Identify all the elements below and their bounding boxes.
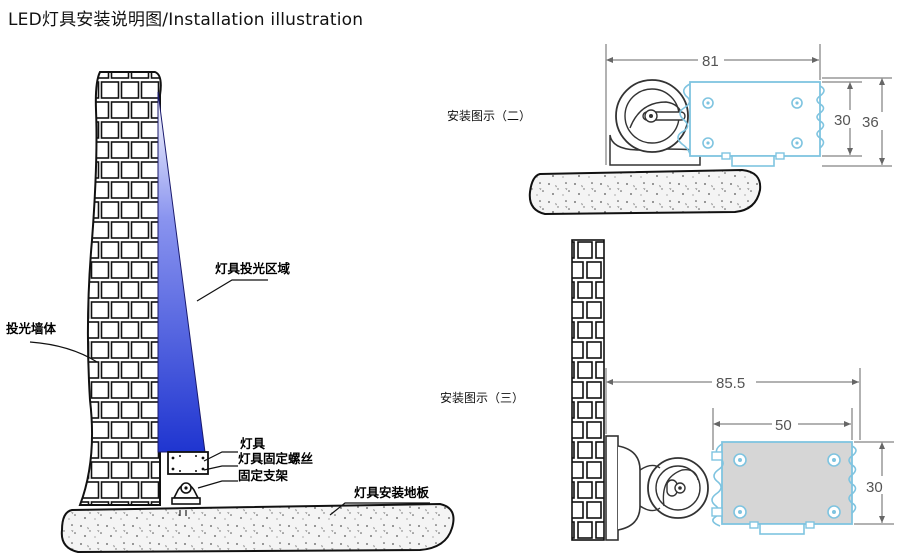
view-two-bracket [609, 79, 701, 166]
bracket-leader [197, 480, 238, 489]
installation-view-three: 安装图示（三） [440, 239, 894, 541]
floor-leader [329, 502, 430, 516]
wall-leader [29, 341, 98, 363]
screw-label: 灯具固定螺丝 [238, 451, 314, 466]
view-three-total-width-dim: 85.5 [716, 375, 745, 392]
view-three-wall [571, 239, 605, 541]
screw-leader [203, 465, 238, 471]
fixing-bracket [171, 482, 201, 505]
beam-leader [196, 279, 268, 302]
view-two-floor [528, 168, 762, 216]
view-three-bracket [605, 435, 709, 541]
light-beam [157, 91, 206, 453]
brick-wall [78, 71, 162, 506]
view-two-caption: 安装图示（二） [447, 108, 531, 123]
view-three-body-width-dim: 50 [775, 417, 792, 434]
view-three-dimensions [605, 368, 894, 525]
beam-label: 灯具投光区域 [215, 261, 291, 276]
installation-floor [60, 502, 455, 554]
installation-view-two: 安装图示（二） [447, 44, 892, 216]
view-three-caption: 安装图示（三） [440, 390, 524, 405]
view-two-luminaire [677, 81, 825, 167]
wall-label: 投光墙体 [6, 321, 57, 336]
fixture-leader [203, 451, 238, 462]
view-three-luminaire [711, 441, 857, 535]
view-two-width-dim: 81 [702, 53, 719, 70]
view-two-inner-height-dim: 30 [834, 112, 851, 129]
bracket-label: 固定支架 [238, 468, 289, 483]
led-fixture [167, 451, 209, 475]
wall-side-view: 灯具投光区域 投光墙体 灯具 灯具固定螺丝 固定支架 灯具安装地板 [6, 71, 455, 554]
floor-label: 灯具安装地板 [354, 485, 430, 500]
fixture-label: 灯具 [240, 436, 266, 451]
view-three-height-dim: 30 [866, 479, 883, 496]
page-title: LED灯具安装说明图/Installation illustration [8, 10, 364, 30]
view-two-total-height-dim: 36 [862, 114, 879, 131]
